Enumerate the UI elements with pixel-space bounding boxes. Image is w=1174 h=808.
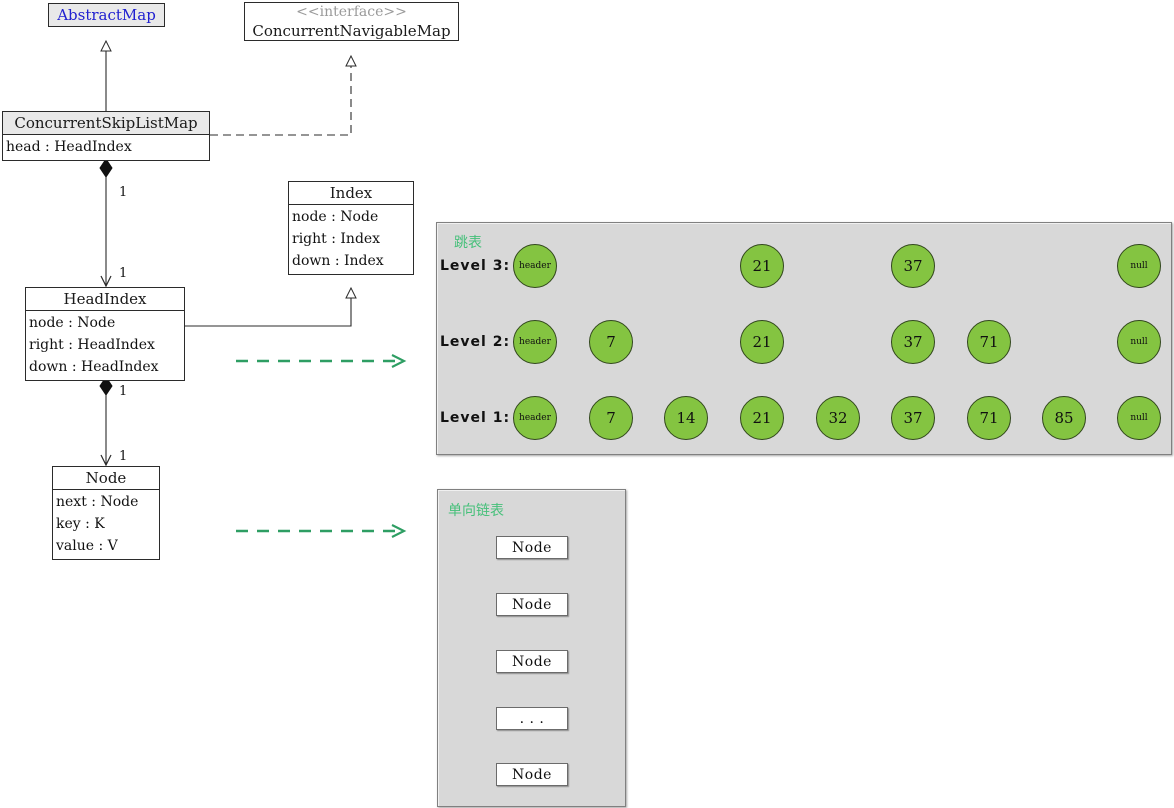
class-attrs-node: next : Node key : K value : V (53, 489, 159, 559)
class-box-index[interactable]: Index node : Node right : Index down : I… (288, 181, 414, 275)
class-attr: node : Node (292, 209, 379, 225)
linkedlist-node[interactable]: Node (496, 650, 568, 673)
linkedlist-node[interactable]: Node (496, 763, 568, 786)
edge-composition-node (99, 376, 113, 467)
skiplist-node[interactable]: 7 (589, 320, 633, 364)
skiplist-node-null[interactable]: null (1117, 396, 1161, 440)
skiplist-node-header[interactable]: header (513, 396, 557, 440)
skiplist-panel-title: 跳表 (454, 235, 482, 251)
skiplist-node[interactable]: 14 (664, 396, 708, 440)
skiplist-node[interactable]: 21 (740, 396, 784, 440)
skiplist-node[interactable]: 71 (967, 396, 1011, 440)
class-title-node: Node (53, 467, 159, 489)
class-attr: right : Index (292, 231, 381, 247)
class-attr: key : K (56, 516, 105, 532)
multiplicity-label: 1 (119, 384, 128, 399)
class-title-index: Index (289, 182, 413, 204)
skiplist-level-label-3: Level 3: (440, 258, 511, 274)
linkedlist-node[interactable]: Node (496, 536, 568, 559)
class-box-node[interactable]: Node next : Node key : K value : V (52, 466, 160, 560)
skiplist-node[interactable]: 71 (967, 320, 1011, 364)
skiplist-node-null[interactable]: null (1117, 244, 1161, 288)
class-title-head-index: HeadIndex (26, 288, 184, 310)
edge-realization-concurrentnavigablemap (210, 54, 357, 136)
class-box-abstract-map[interactable]: AbstractMap (48, 3, 165, 27)
linkedlist-node[interactable]: Node (496, 593, 568, 616)
class-attrs-concurrent-skip-list-map: head : HeadIndex (3, 134, 209, 160)
skiplist-node[interactable]: 32 (816, 396, 860, 440)
multiplicity-label: 1 (119, 266, 128, 281)
skiplist-node-header[interactable]: header (513, 244, 557, 288)
skiplist-node[interactable]: 21 (740, 320, 784, 364)
class-attrs-index: node : Node right : Index down : Index (289, 204, 413, 274)
multiplicity-label: 1 (119, 185, 128, 200)
edge-composition-headindex (99, 158, 113, 288)
class-attr: value : V (56, 538, 118, 554)
class-box-head-index[interactable]: HeadIndex node : Node right : HeadIndex … (25, 287, 185, 381)
class-attr: next : Node (56, 494, 139, 510)
skiplist-node[interactable]: 37 (891, 244, 935, 288)
class-box-concurrent-navigable-map[interactable]: <<interface>> ConcurrentNavigableMap (244, 2, 459, 41)
linkedlist-node-ellipsis[interactable]: . . . (496, 707, 568, 730)
class-attr: right : HeadIndex (29, 337, 155, 353)
multiplicity-label: 1 (119, 449, 128, 464)
linkedlist-panel-title: 单向链表 (448, 503, 504, 519)
class-title-concurrent-navigable-map: ConcurrentNavigableMap (245, 22, 458, 40)
class-attrs-head-index: node : Node right : HeadIndex down : Hea… (26, 310, 184, 380)
skiplist-node-header[interactable]: header (513, 320, 557, 364)
class-stereotype-interface: <<interface>> (245, 3, 458, 22)
class-attr: head : HeadIndex (6, 139, 132, 155)
class-box-concurrent-skip-list-map[interactable]: ConcurrentSkipListMap head : HeadIndex (2, 111, 210, 161)
class-title-abstract-map: AbstractMap (49, 4, 164, 26)
class-attr: down : HeadIndex (29, 359, 159, 375)
skiplist-node[interactable]: 85 (1042, 396, 1086, 440)
skiplist-node-null[interactable]: null (1117, 320, 1161, 364)
edge-generalization-index (185, 286, 357, 327)
class-attr: down : Index (292, 253, 384, 269)
skiplist-level-label-1: Level 1: (440, 410, 511, 426)
skiplist-node[interactable]: 21 (740, 244, 784, 288)
class-title-concurrent-skip-list-map: ConcurrentSkipListMap (3, 112, 209, 134)
skiplist-node[interactable]: 7 (589, 396, 633, 440)
skiplist-node[interactable]: 37 (891, 396, 935, 440)
skiplist-node[interactable]: 37 (891, 320, 935, 364)
class-attr: node : Node (29, 315, 116, 331)
skiplist-level-label-2: Level 2: (440, 334, 511, 350)
